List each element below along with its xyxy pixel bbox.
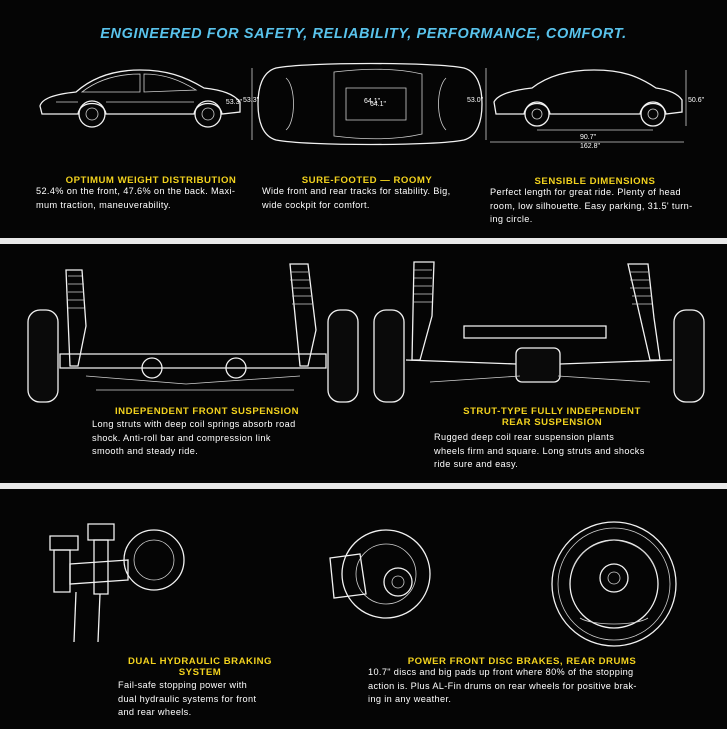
caption-line: dual hydraulic systems for front: [118, 693, 257, 704]
caption-body-weight: 52.4% on the front, 47.6% on the back. M…: [36, 185, 266, 212]
caption-line: Fail-safe stopping power with: [118, 680, 248, 690]
caption-title-disc-brakes: POWER FRONT DISC BRAKES, REAR DRUMS: [407, 656, 637, 667]
front-suspension-illustration: [27, 263, 359, 403]
caption-title-line: DUAL HYDRAULIC BRAKING: [127, 656, 273, 667]
car-top-illustration: 53.3" 64.1": [226, 62, 487, 146]
caption-title-line: STRUT-TYPE FULLY INDEPENDENT: [463, 406, 641, 417]
caption-line: Wide front and rear tracks for stability…: [262, 186, 451, 196]
caption-body-front-suspension: Long struts with deep coil springs absor…: [92, 418, 342, 459]
caption-title-weight: OPTIMUM WEIGHT DISTRIBUTION: [65, 175, 237, 186]
caption-line: action is. Plus AL-Fin drums on rear whe…: [368, 680, 637, 691]
dim-rear-width-label: 53.0": [467, 97, 484, 104]
drum-brake-illustration: [551, 521, 677, 647]
caption-body-disc-brakes: 10.7" discs and big pads up front where …: [368, 666, 708, 707]
section-divider-1: [0, 238, 727, 244]
car-side-illustration-right: [490, 69, 687, 143]
caption-line: ride sure and easy.: [434, 459, 519, 469]
disc-brake-illustration: [329, 529, 431, 619]
rear-suspension-illustration: [373, 261, 705, 403]
caption-line: mum traction, maneuverability.: [36, 199, 171, 210]
caption-line: smooth and steady ride.: [92, 446, 199, 456]
caption-line: wheels firm and square. Long struts and …: [434, 445, 645, 456]
caption-body-dual-braking: Fail-safe stopping power with dual hydra…: [118, 679, 318, 720]
section-divider-2: [0, 483, 727, 489]
caption-line: 10.7" discs and big pads up front where …: [368, 667, 634, 677]
caption-title-rear-suspension: STRUT-TYPE FULLY INDEPENDENT REAR SUSPEN…: [434, 406, 670, 428]
caption-line: room, low silhouette. Easy parking, 31.5…: [490, 200, 693, 211]
dim-front-height-label: 53.3": [243, 97, 260, 104]
caption-title-dual-braking: DUAL HYDRAULIC BRAKING SYSTEM: [110, 656, 290, 678]
caption-title-line: SYSTEM: [178, 667, 222, 678]
dim-wheelbase-label: 90.7": [580, 134, 597, 141]
dim-front-height: 53.3": [226, 99, 243, 106]
caption-body-roomy: Wide front and rear tracks for stability…: [262, 185, 482, 212]
caption-body-rear-suspension: Rugged deep coil rear suspension plants …: [434, 431, 694, 472]
caption-body-dimensions: Perfect length for great ride. Plenty of…: [490, 186, 710, 227]
car-side-illustration-left: [39, 69, 241, 128]
caption-line: Perfect length for great ride. Plenty of…: [490, 187, 681, 197]
caption-title-line: REAR SUSPENSION: [501, 417, 603, 428]
caption-line: wide cockpit for comfort.: [262, 199, 370, 210]
caption-title-roomy: SURE-FOOTED — ROOMY: [301, 175, 433, 186]
dim-track-label: 64.1": [364, 98, 381, 105]
page-headline: ENGINEERED FOR SAFETY, RELIABILITY, PERF…: [100, 26, 627, 42]
caption-line: 52.4% on the front, 47.6% on the back. M…: [36, 186, 236, 196]
caption-title-front-suspension: INDEPENDENT FRONT SUSPENSION: [114, 406, 300, 417]
caption-line: shock. Anti-roll bar and compression lin…: [92, 432, 271, 443]
caption-line: Long struts with deep coil springs absor…: [92, 419, 296, 429]
dim-height-label: 50.6": [688, 97, 705, 104]
caption-line: ing in any weather.: [368, 694, 452, 704]
dim-track-front: 64.1": [370, 101, 387, 108]
caption-line: and rear wheels.: [118, 707, 192, 717]
dim-length-label: 162.8": [580, 143, 601, 150]
caption-title-dimensions: SENSIBLE DIMENSIONS: [534, 176, 656, 187]
caption-line: Rugged deep coil rear suspension plants: [434, 432, 615, 442]
master-cylinder-illustration: [49, 523, 185, 643]
caption-line: ing circle.: [490, 214, 533, 224]
